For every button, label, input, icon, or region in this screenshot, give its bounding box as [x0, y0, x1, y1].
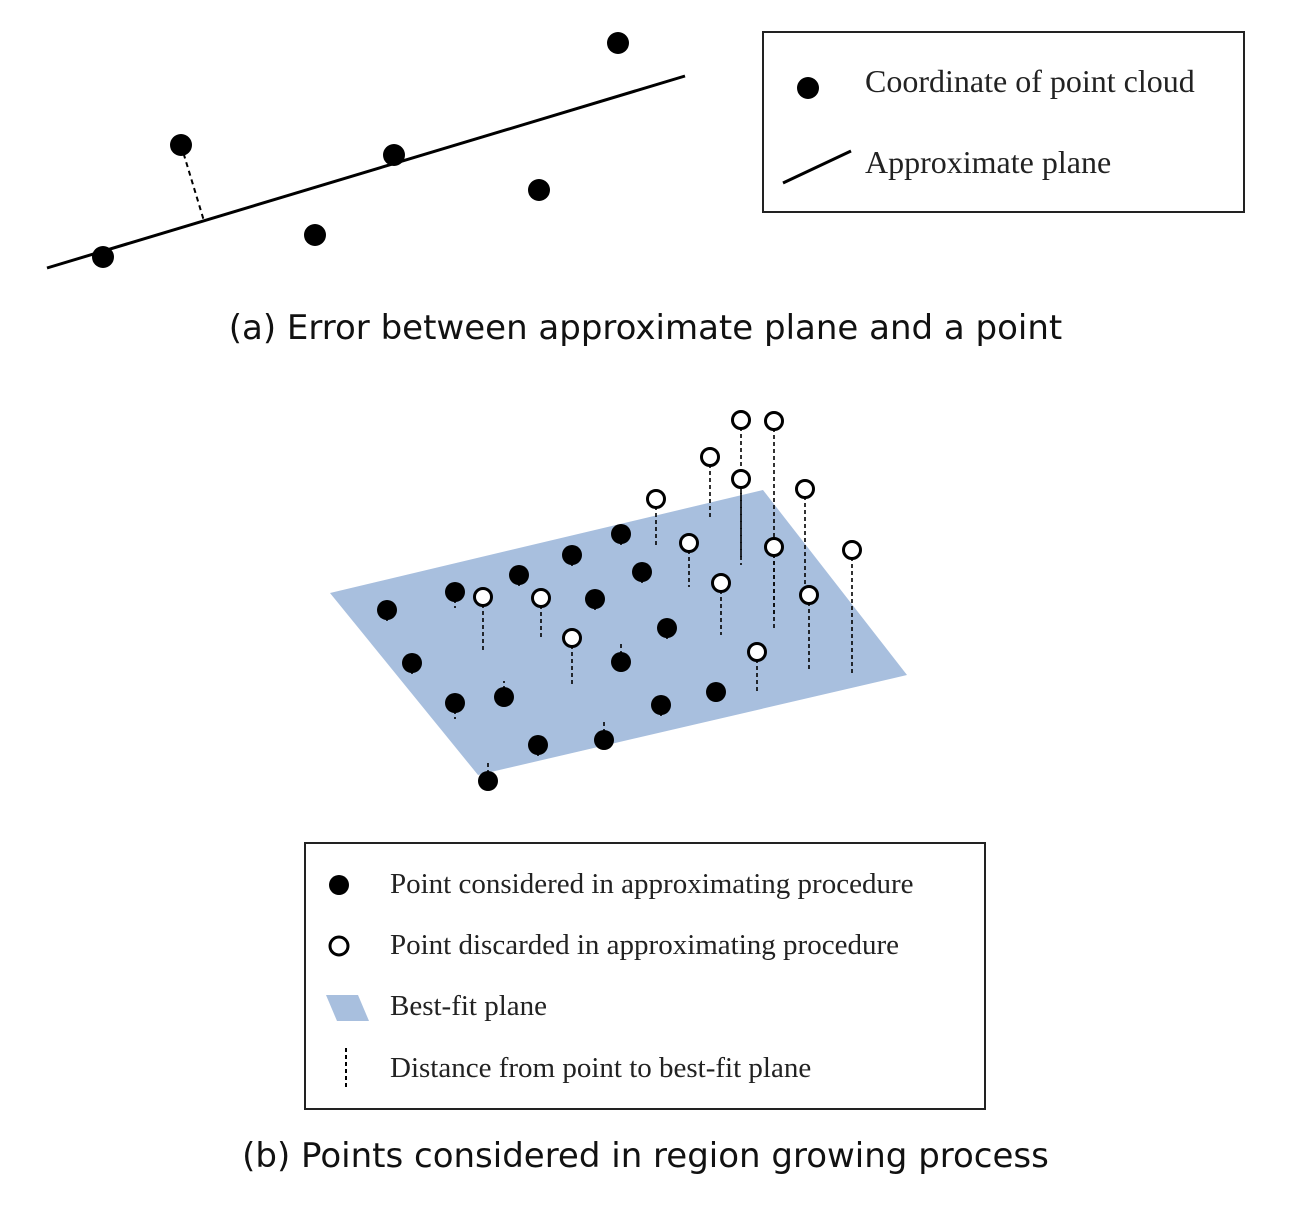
considered-point [632, 562, 652, 582]
considered-point [377, 600, 397, 620]
considered-legend-label: Point considered in approximating proced… [390, 868, 913, 900]
considered-point [562, 545, 582, 565]
discarded-point [747, 642, 767, 662]
considered-point [585, 589, 605, 609]
discarded-point [700, 447, 720, 467]
panel-a-legend: Coordinate of point cloud Approximate pl… [762, 31, 1245, 213]
caption-b: (b) Points considered in region growing … [242, 1136, 1049, 1176]
considered-point [657, 618, 677, 638]
considered-point [651, 695, 671, 715]
cloud-point [92, 246, 114, 268]
discarded-point [799, 585, 819, 605]
cloud-point [607, 32, 629, 54]
cloud-point [528, 179, 550, 201]
discarded-point [731, 469, 751, 489]
legend-box [304, 842, 986, 1110]
discarded-point [679, 533, 699, 553]
discarded-point [531, 588, 551, 608]
plane-legend-icon [326, 995, 369, 1021]
discarded-point [764, 411, 784, 431]
considered-point [611, 652, 631, 672]
considered-point-legend-icon [329, 875, 349, 895]
cloud-point [304, 224, 326, 246]
point-legend-icon [797, 77, 819, 99]
caption-a: (a) Error between approximate plane and … [228, 308, 1063, 348]
distance-legend-label: Distance from point to best-fit plane [390, 1052, 811, 1084]
line-legend-label: Approximate plane [865, 144, 1111, 180]
considered-point [706, 682, 726, 702]
discarded-point [764, 537, 784, 557]
considered-point [509, 565, 529, 585]
error-distance-dashed [180, 144, 205, 222]
considered-point [402, 653, 422, 673]
discarded-point [731, 410, 751, 430]
approximate-plane-line [46, 74, 686, 270]
discarded-legend-label: Point discarded in approximating procedu… [390, 929, 899, 961]
discarded-point [473, 587, 493, 607]
considered-point [611, 524, 631, 544]
discarded-point [711, 573, 731, 593]
considered-point [445, 582, 465, 602]
considered-point [478, 771, 498, 791]
considered-point [594, 730, 614, 750]
discarded-point [562, 628, 582, 648]
panel-a-diagram [46, 32, 686, 270]
line-legend-icon [782, 149, 852, 185]
panel-b-legend: Point considered in approximating proced… [304, 842, 986, 1110]
discarded-point [646, 489, 666, 509]
considered-point [528, 735, 548, 755]
points [377, 410, 862, 791]
plane-legend-label: Best-fit plane [390, 990, 547, 1022]
best-fit-plane [330, 490, 907, 775]
cloud-point [383, 144, 405, 166]
considered-point [445, 693, 465, 713]
discarded-point [842, 540, 862, 560]
panel-b-diagram [330, 410, 907, 791]
legend-box [762, 31, 1245, 213]
point-legend-label: Coordinate of point cloud [865, 63, 1195, 99]
discarded-point [795, 479, 815, 499]
discarded-point-legend-icon [328, 935, 350, 957]
cloud-point [170, 134, 192, 156]
considered-point [494, 687, 514, 707]
